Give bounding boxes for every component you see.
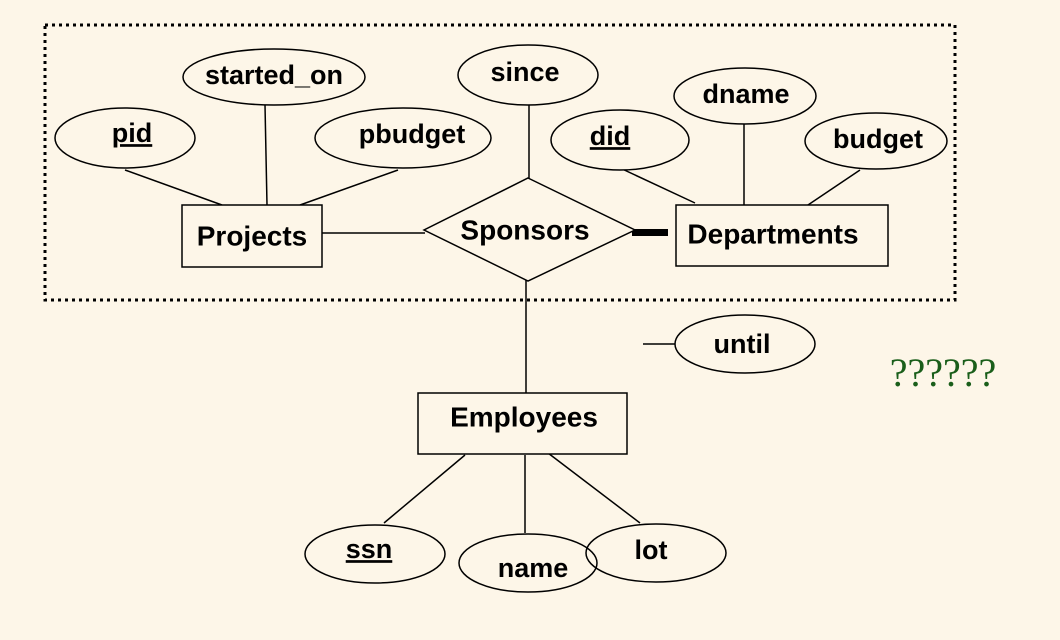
relationship-sponsors-label: Sponsors <box>460 214 589 245</box>
key-constraint-bar <box>632 229 668 236</box>
entity-employees-label: Employees <box>450 401 598 432</box>
attr-dname-label: dname <box>702 79 789 109</box>
connector-lines <box>124 104 861 533</box>
attr-pid-label: pid <box>112 118 153 148</box>
attr-pbudget-label: pbudget <box>359 119 465 149</box>
attr-since-label: since <box>490 57 559 87</box>
line-pid-projects <box>124 169 223 206</box>
attr-since-ellipse <box>457 44 599 106</box>
relationship-sponsors-diamond <box>422 177 637 282</box>
line-budget-departments <box>804 169 861 208</box>
aggregation-box <box>43 23 957 302</box>
attr-did-label: did <box>590 121 631 151</box>
entity-projects-box <box>181 204 323 268</box>
attr-lot-ellipse <box>585 523 727 583</box>
question-marks: ?????? <box>890 350 997 395</box>
entity-projects-label: Projects <box>197 220 308 251</box>
line-employees-ssn <box>383 454 466 524</box>
entity-departments-label: Departments <box>687 218 858 249</box>
attr-pid-ellipse <box>54 107 196 169</box>
entity-departments-box <box>675 204 889 267</box>
attr-ssn-ellipse <box>304 524 446 584</box>
attr-name-label: name <box>498 553 569 583</box>
line-employees-lot <box>547 452 641 524</box>
attr-dname-ellipse <box>673 67 817 125</box>
attr-started-on-label: started_on <box>205 60 343 90</box>
entity-employees-box <box>417 392 628 455</box>
line-started-on-projects <box>264 104 268 206</box>
attr-budget-ellipse <box>804 112 948 170</box>
attr-ssn-label: ssn <box>346 534 393 564</box>
attr-name-ellipse <box>458 533 598 593</box>
attr-lot-label: lot <box>635 535 668 565</box>
line-did-departments <box>619 167 696 204</box>
line-pbudget-projects <box>299 169 399 206</box>
attr-pbudget-ellipse <box>314 107 492 169</box>
attr-until-label: until <box>714 329 771 359</box>
attr-until-ellipse <box>674 314 816 374</box>
attr-did-ellipse <box>550 109 690 171</box>
attr-started-on-ellipse <box>182 48 366 106</box>
attr-budget-label: budget <box>833 124 923 154</box>
